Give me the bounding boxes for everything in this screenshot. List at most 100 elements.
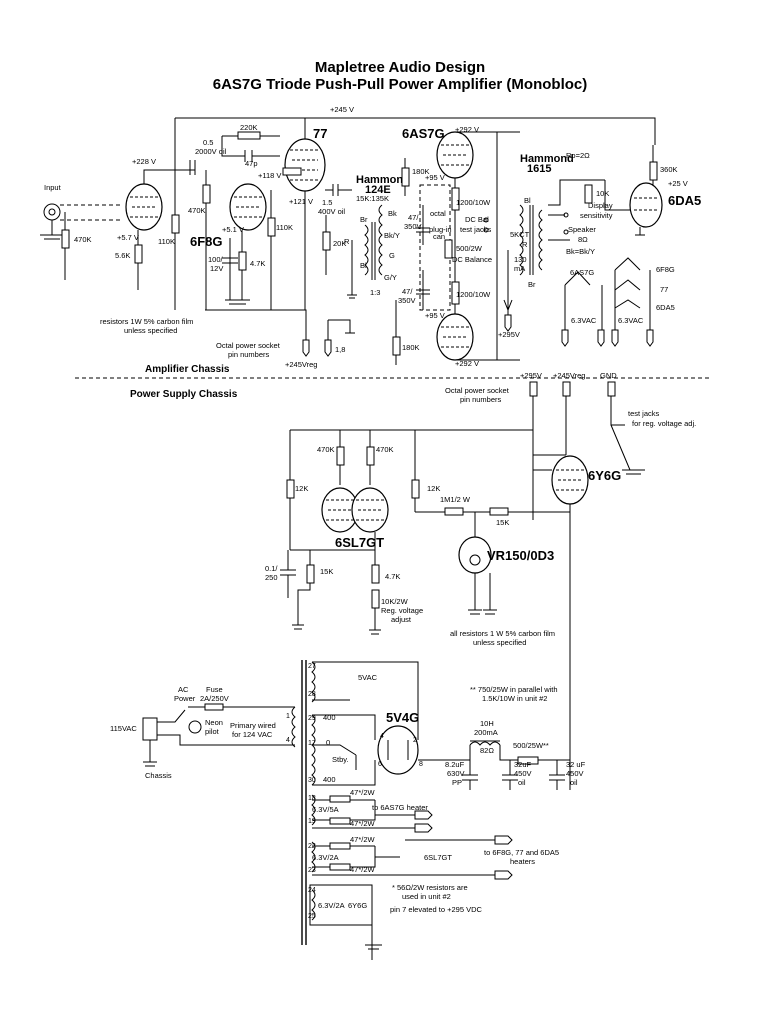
- pin-17: 17: [308, 740, 316, 747]
- pin-28: 28: [308, 691, 316, 698]
- label-bl2: Bl: [524, 196, 531, 205]
- label-acpower1: AC: [178, 685, 189, 694]
- label-c32aoil: oil: [518, 778, 526, 787]
- note-octal-ps-2: pin numbers: [460, 395, 502, 404]
- label-bky: Bk/Y: [384, 231, 400, 240]
- label-c47-350bv: 350V: [398, 296, 416, 305]
- label-c8uf: 8.2uF: [445, 760, 465, 769]
- label-v121: +121 V: [289, 197, 313, 206]
- label-r1200-b: 1200/10W: [456, 290, 491, 299]
- resistor-470k-b: [202, 184, 211, 204]
- label-testjacks: test jacks: [460, 225, 492, 234]
- label-r2: R: [522, 240, 528, 249]
- pot-500-2w: [444, 239, 453, 259]
- tube-label-vr150: VR150/0D3: [487, 548, 554, 563]
- note-750-b: 1.5K/10W in unit #2: [482, 694, 547, 703]
- label-r: R: [344, 237, 350, 246]
- label-br: Br: [360, 215, 368, 224]
- tube-5v4g: [377, 725, 419, 775]
- label-p400b: 400: [323, 775, 336, 784]
- note-resistors-1: resistors 1W 5% carbon film: [100, 317, 193, 326]
- label-v245reg: +245Vreg: [285, 360, 317, 369]
- label-y6g-heater: 6Y6G: [348, 901, 367, 910]
- connector-pin-7-ps: [562, 381, 571, 397]
- pin-22: 22: [308, 843, 316, 850]
- resistor-4p7k-b: [371, 564, 380, 584]
- pin-4: 4: [286, 737, 290, 744]
- label-r360k: 360K: [660, 165, 678, 174]
- label-testjack-a: test jacks: [628, 409, 660, 418]
- label-r180k-a: 180K: [412, 167, 430, 176]
- tube-6f8g: [229, 183, 267, 231]
- resistor-20k: [322, 231, 331, 251]
- pot-10k: [584, 184, 593, 204]
- label-speaker8: 8Ω: [578, 235, 588, 244]
- connector-pin-4-top: [561, 329, 569, 347]
- tube-input-triode: [125, 183, 163, 231]
- label-hammond124: Hammond: [356, 174, 410, 186]
- label-r1m: 1M1/2 W: [440, 495, 471, 504]
- connector-pin-3-top: [611, 329, 619, 347]
- label-v115: 115VAC: [110, 724, 137, 733]
- resistor-12k-a: [286, 479, 295, 499]
- label-r220k: 220K: [240, 123, 258, 132]
- label-r12k-a: 12K: [295, 484, 308, 493]
- label-hammond1615m: 1615: [527, 163, 551, 175]
- label-v5p7: +5.7 V: [117, 233, 139, 242]
- transformer-hammond-1615: [497, 131, 543, 361]
- section-amplifier: Amplifier Chassis: [145, 364, 230, 375]
- resistor-47-a: [329, 795, 351, 803]
- label-regv2: adjust: [391, 615, 412, 624]
- label-bkbky: Bk=Bk/Y: [566, 247, 595, 256]
- connector-3-heater: [494, 870, 513, 880]
- label-testjack-b: for reg. voltage adj.: [632, 419, 696, 428]
- label-c32boil: oil: [570, 778, 578, 787]
- tube-label-6da5: 6DA5: [668, 193, 701, 208]
- label-c05v: 2000V oil: [195, 147, 227, 156]
- note-octal-2: pin numbers: [228, 350, 270, 359]
- label-octal: octal: [430, 209, 446, 218]
- label-v95b: +95 V: [425, 311, 445, 320]
- pin-23: 23: [308, 867, 316, 874]
- label-v292a: +292 V: [455, 125, 479, 134]
- label-r110k-a: 110K: [158, 237, 175, 246]
- b-plus-rail: [175, 117, 656, 145]
- label-r4p7k-b: 4.7K: [385, 572, 400, 581]
- label-to6f8g2: heaters: [510, 857, 535, 866]
- label-r500: 500/2W: [456, 244, 483, 253]
- label-ro: Ro=2Ω: [566, 151, 590, 160]
- note-octal-ps-1: Octal power socket: [445, 386, 510, 395]
- label-c05: 0.5: [203, 138, 213, 147]
- resistor-77-grid: [282, 167, 302, 176]
- label-r110k-b: 110K: [276, 223, 293, 232]
- connector-5-heater: [414, 823, 433, 833]
- label-c01: 0.1/: [265, 564, 278, 573]
- note-ps-resistors-2: unless specified: [473, 638, 526, 647]
- label-r20k: 20K: [333, 239, 346, 248]
- input-jack: [40, 203, 120, 240]
- resistor-47-d: [329, 863, 351, 871]
- label-r10k2w: 10K/2W: [381, 597, 409, 606]
- label-gnd: GND: [600, 371, 617, 380]
- tube-label-6y6g: 6Y6G: [588, 468, 621, 483]
- label-r47c: 47*/2W: [350, 835, 376, 844]
- label-v5p1: +5.1 V: [222, 225, 244, 234]
- label-r4p7k: 4.7K: [250, 259, 265, 268]
- connector-pin-1-8-ps: [607, 381, 616, 397]
- diagram-subtitle: 6AS7G Triode Push-Pull Power Amplifier (…: [213, 76, 587, 93]
- connector-pin-7-top: [302, 339, 310, 357]
- label-h6as7g: 6AS7G: [570, 268, 594, 277]
- ac-inlet: [142, 717, 158, 741]
- label-c01v: 250: [265, 573, 278, 582]
- resistor-47-c: [329, 842, 351, 850]
- label-v295: +295V: [498, 330, 520, 339]
- pin-8-5v4g: 8: [419, 761, 423, 768]
- resistor-220k: [237, 131, 261, 140]
- label-neon2: pilot: [205, 727, 220, 736]
- label-r47d: 47*/2W: [350, 865, 376, 874]
- diagram-title: Mapletree Audio Design: [315, 59, 485, 76]
- label-c32av: 450V: [514, 769, 532, 778]
- resistor-470k-input: [61, 229, 70, 249]
- label-regv1: Reg. voltage: [381, 606, 423, 615]
